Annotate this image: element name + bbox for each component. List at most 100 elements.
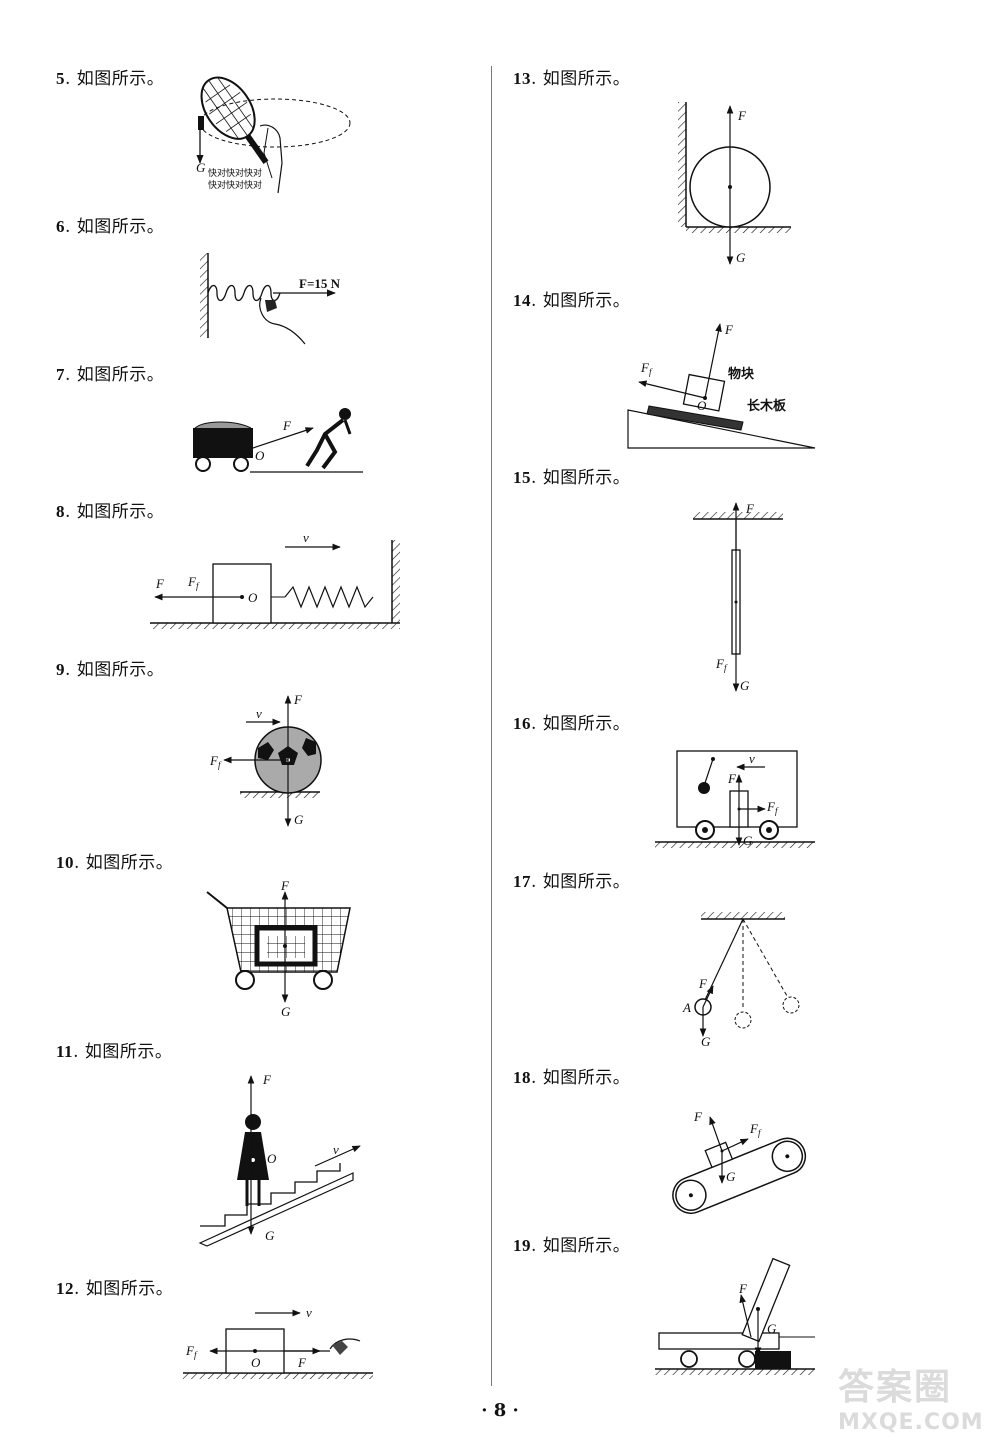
question-17-heading: 17. 如图所示。 xyxy=(513,867,630,892)
label-G: G xyxy=(726,1169,736,1184)
question-number: 17 xyxy=(513,872,531,891)
label-v: v xyxy=(749,751,755,766)
label-subscript-f: f xyxy=(196,581,200,591)
figure-11-escalator: v F O G xyxy=(198,1072,361,1247)
label-F15: F=15 N xyxy=(299,276,341,291)
question-text: . 如图所示。 xyxy=(74,853,174,873)
question-text: . 如图所示。 xyxy=(73,1042,173,1062)
figure-8-block-spring: v O F F f xyxy=(150,530,400,629)
figure-10-cart: F G xyxy=(206,878,351,1019)
figure-19-plank: G F xyxy=(655,1257,815,1375)
question-11-heading: 11. 如图所示。 xyxy=(56,1037,172,1062)
figure-14-incline: O F F f 物块 长木板 xyxy=(627,322,816,449)
question-number: 16 xyxy=(513,714,531,733)
watermark-big-text: 答案圈 xyxy=(838,1367,953,1408)
label-F: F xyxy=(297,1355,307,1370)
label-F: F xyxy=(262,1072,272,1087)
label-G: G xyxy=(294,812,304,827)
label-F: F xyxy=(155,576,165,591)
label-O: O xyxy=(255,448,265,463)
figure-15-hanging-rod: F G F f xyxy=(693,501,783,693)
label-subscript-f: f xyxy=(775,806,779,816)
label-F: F xyxy=(727,771,737,786)
label-Ff: F xyxy=(187,574,197,589)
question-9-heading: 9. 如图所示。 xyxy=(56,655,164,680)
label-Ff: F xyxy=(749,1121,759,1136)
figure-16-car: v F F f G xyxy=(655,750,815,848)
question-number: 8 xyxy=(56,502,65,521)
label-v: v xyxy=(256,706,262,721)
question-text: . 如图所示。 xyxy=(531,291,631,311)
question-text: . 如图所示。 xyxy=(74,1279,174,1299)
label-F: F xyxy=(737,108,747,123)
label-G: G xyxy=(743,833,753,848)
question-number: 9 xyxy=(56,660,65,679)
label-F: F xyxy=(745,501,755,516)
question-number: 19 xyxy=(513,1236,531,1255)
question-14-heading: 14. 如图所示。 xyxy=(513,286,630,311)
question-text: . 如图所示。 xyxy=(531,872,631,892)
figure-6-spring: F=15 N xyxy=(200,253,341,345)
question-8-heading: 8. 如图所示。 xyxy=(56,497,164,522)
question-number: 18 xyxy=(513,1068,531,1087)
label-F: F xyxy=(724,322,734,337)
racket-text-line2: 快对快对快对 xyxy=(208,179,262,191)
label-G: G xyxy=(701,1034,711,1049)
question-text: . 如图所示。 xyxy=(531,1236,631,1256)
question-10-heading: 10. 如图所示。 xyxy=(56,848,173,873)
watermark-logo: 答案圈 MXQE.COM xyxy=(838,1358,988,1438)
label-subscript-f: f xyxy=(758,1128,762,1138)
question-7-heading: 7. 如图所示。 xyxy=(56,360,164,385)
figure-18-conveyor: F F f G xyxy=(672,1109,807,1215)
label-subscript-f: f xyxy=(724,663,728,673)
question-18-heading: 18. 如图所示。 xyxy=(513,1063,630,1088)
label-O: O xyxy=(697,398,707,413)
question-text: . 如图所示。 xyxy=(65,660,165,680)
racket-icon xyxy=(200,76,269,164)
label-G: G xyxy=(767,1321,777,1336)
person-icon xyxy=(305,408,352,470)
label-v: v xyxy=(333,1142,339,1157)
figure-9-ball: F G F f v xyxy=(209,692,322,827)
question-text: . 如图所示。 xyxy=(531,69,631,89)
figure-7-cart: F O xyxy=(193,408,363,473)
label-F: F xyxy=(698,976,708,991)
question-6-heading: 6. 如图所示。 xyxy=(56,212,164,237)
question-number: 14 xyxy=(513,291,531,310)
label-subscript-f: f xyxy=(194,1350,198,1360)
label-board: 长木板 xyxy=(747,398,787,414)
question-text: . 如图所示。 xyxy=(65,217,165,237)
label-O: O xyxy=(251,1355,261,1370)
question-5-heading: 5. 如图所示。 xyxy=(56,64,164,89)
figure-17-pendulum: A F G xyxy=(682,912,800,1049)
page-number: · 8 · xyxy=(481,1400,519,1421)
label-subscript-f: f xyxy=(649,367,653,377)
label-F: F xyxy=(293,692,303,707)
question-15-heading: 15. 如图所示。 xyxy=(513,463,630,488)
label-G: G xyxy=(265,1228,275,1243)
question-text: . 如图所示。 xyxy=(531,714,631,734)
question-number: 5 xyxy=(56,69,65,88)
label-Ff: F xyxy=(209,753,219,768)
label-v: v xyxy=(303,530,309,545)
label-subscript-f: f xyxy=(218,760,222,770)
question-number: 15 xyxy=(513,468,531,487)
question-text: . 如图所示。 xyxy=(65,69,165,89)
figure-12-block-pull: v O F f F xyxy=(183,1305,373,1379)
question-text: . 如图所示。 xyxy=(531,1068,631,1088)
label-G: G xyxy=(740,678,750,693)
racket-text-line1: 快对快对快对 xyxy=(208,167,262,179)
label-block: 物块 xyxy=(728,366,755,382)
column-divider xyxy=(491,66,492,1386)
label-G: G xyxy=(281,1004,291,1019)
label-O: O xyxy=(248,590,258,605)
label-G: G xyxy=(196,160,206,175)
figure-13-ball-wall: F G xyxy=(678,102,791,265)
label-A: A xyxy=(682,1000,691,1015)
question-text: . 如图所示。 xyxy=(65,502,165,522)
label-Ff: F xyxy=(640,360,650,375)
label-O: O xyxy=(267,1151,277,1166)
label-F: F xyxy=(693,1109,703,1124)
label-F: F xyxy=(280,878,290,893)
label-v: v xyxy=(306,1305,312,1320)
